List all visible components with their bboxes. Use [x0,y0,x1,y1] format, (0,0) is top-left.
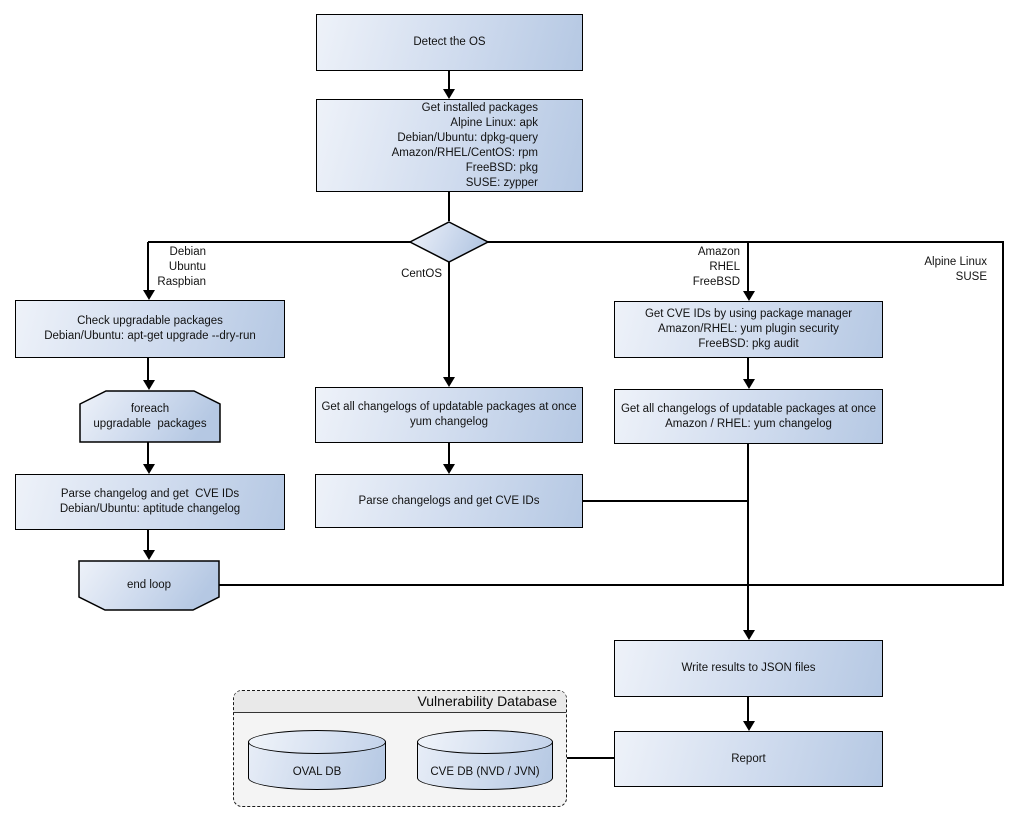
oval-db-cylinder: OVAL DB [248,730,386,790]
arrowhead-into-check [143,290,155,300]
node-detect-os-label: Detect the OS [413,36,486,48]
node-get-cve-ids-package-manager-label: Get CVE IDs by using package manager Ama… [644,308,853,350]
end-loop-shape [78,560,220,611]
edge-parse-to-endloop [147,530,149,551]
foreach-loop-shape [79,390,221,443]
node-get-cve-ids-package-manager: Get CVE IDs by using package manager Ama… [614,301,883,358]
decision-diamond [408,220,490,264]
node-write-results-json-label: Write results to JSON files [681,662,816,674]
edge-db-to-report [567,757,614,759]
edge-check-to-foreach [147,358,149,381]
cve-db-cylinder: CVE DB (NVD / JVN) [417,730,553,790]
edge-write-to-report [747,697,749,722]
node-end-loop-label: end loop [126,579,172,591]
node-check-upgradable-packages: Check upgradable packages Debian/Ubuntu:… [15,300,285,358]
edge-merge-to-write [747,444,749,631]
branch-label-alpine: Alpine Linux SUSE [924,256,987,283]
node-report: Report [614,731,883,787]
arrowhead-into-installed [443,89,455,99]
edge-branch-centos [448,262,450,378]
node-write-results-json: Write results to JSON files [614,640,883,697]
edge-endloop-merge [219,584,1004,586]
edge-parse-centos-merge [583,500,748,502]
cve-db-cylinder-top [417,730,553,754]
node-parse-changelog-debian: Parse changelog and get CVE IDs Debian/U… [15,474,285,530]
edge-detect-to-installed [448,71,450,91]
node-foreach-loop-label: foreach upgradable packages [93,402,207,430]
cve-db-label: CVE DB (NVD / JVN) [430,766,540,778]
node-get-changelogs-centos: Get all changelogs of updatable packages… [315,387,583,443]
arrowhead-into-changelogs-centos [443,377,455,387]
arrowhead-into-report [743,721,755,731]
oval-db-cylinder-top [248,730,386,754]
branch-label-centos: CentOS [401,268,442,280]
edge-branch-amazon [747,242,749,292]
arrowhead-into-changelogs-amazon [743,379,755,389]
node-get-changelogs-amazon-label: Get all changelogs of updatable packages… [620,402,877,430]
node-parse-changelog-debian-label: Parse changelog and get CVE IDs Debian/U… [59,488,241,515]
node-get-installed-packages: Get installed packages Alpine Linux: apk… [316,99,583,192]
node-detect-os: Detect the OS [316,14,583,71]
edge-branch-debian [147,242,149,291]
arrowhead-into-foreach [143,380,155,390]
node-parse-changelogs-centos: Parse changelogs and get CVE IDs [315,474,583,528]
edge-cveids-to-changelogs [747,358,749,380]
edge-installed-to-decision [448,192,450,221]
edge-decision-main-horizontal [148,241,1004,243]
node-end-loop: end loop [78,560,220,611]
node-get-installed-packages-label: Get installed packages Alpine Linux: apk… [391,101,538,189]
arrowhead-into-parse-centos [443,464,455,474]
branch-label-amazon: Amazon RHEL FreeBSD [692,246,740,288]
node-get-changelogs-amazon: Get all changelogs of updatable packages… [614,389,883,444]
node-foreach-loop: foreach upgradable packages [79,390,221,443]
arrowhead-into-write [743,630,755,640]
node-check-upgradable-packages-label: Check upgradable packages Debian/Ubuntu:… [44,315,256,342]
arrowhead-into-endloop [143,550,155,560]
vulnerability-database-title: Vulnerability Database [234,691,566,713]
edge-foreach-to-parse [147,442,149,465]
node-get-changelogs-centos-label: Get all changelogs of updatable packages… [321,401,577,428]
node-parse-changelogs-centos-label: Parse changelogs and get CVE IDs [358,494,540,507]
arrowhead-into-parse-deb [143,464,155,474]
oval-db-label: OVAL DB [292,766,342,778]
edge-branch-alpine [1002,242,1004,586]
arrowhead-into-cveids [743,291,755,301]
node-report-label: Report [731,752,766,765]
branch-label-debian: Debian Ubuntu Raspbian [157,246,206,288]
decision-diamond-shape [408,221,490,263]
edge-changelogs-to-parse-centos [448,443,450,465]
